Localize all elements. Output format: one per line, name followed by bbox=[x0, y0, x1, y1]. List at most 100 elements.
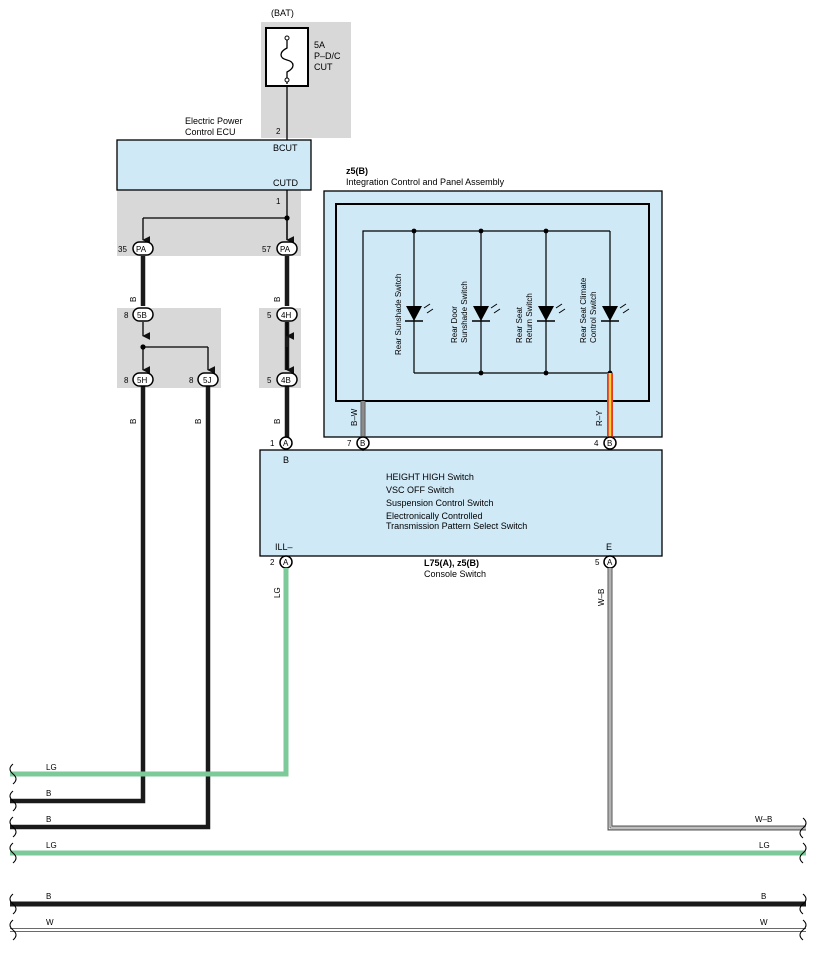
svg-text:5B: 5B bbox=[137, 311, 147, 320]
svg-text:B: B bbox=[129, 419, 138, 424]
connector-5h: 8 5H bbox=[124, 372, 154, 387]
console-function-4: Transmission Pattern Select Switch bbox=[386, 521, 527, 531]
console-function-1: VSC OFF Switch bbox=[386, 485, 454, 495]
switch-label-2-line1: Rear Seat bbox=[515, 306, 524, 343]
fuse-name-line2: CUT bbox=[314, 62, 333, 72]
svg-text:4H: 4H bbox=[281, 311, 291, 320]
svg-text:B: B bbox=[46, 815, 51, 824]
ecu-box bbox=[116, 139, 312, 191]
console-switch-box bbox=[259, 449, 663, 557]
svg-text:B: B bbox=[360, 439, 365, 448]
panel-pin-4: 4 B bbox=[594, 436, 617, 450]
switch-label-2-line2: Return Switch bbox=[525, 293, 534, 343]
junction-links bbox=[140, 322, 295, 374]
svg-text:1: 1 bbox=[270, 439, 275, 448]
console-pin-1: 1 A bbox=[270, 436, 293, 450]
svg-text:W–B: W–B bbox=[755, 815, 772, 824]
svg-text:W: W bbox=[46, 918, 54, 927]
console-switch-name: Console Switch bbox=[424, 569, 486, 579]
console-terminal-ill: ILL– bbox=[275, 542, 293, 552]
ecu-terminal-bcut: BCUT bbox=[273, 143, 298, 153]
svg-text:35: 35 bbox=[118, 245, 127, 254]
switch-label-1-line1: Rear Door bbox=[450, 306, 459, 343]
connector-5j: 8 5J bbox=[189, 372, 219, 387]
ecu-name-line2: Control ECU bbox=[185, 127, 236, 137]
switch-label-0-line1: Rear Sunshade Switch bbox=[394, 274, 403, 355]
svg-text:LG: LG bbox=[46, 763, 57, 772]
svg-text:B: B bbox=[761, 892, 766, 901]
integration-panel-name: Integration Control and Panel Assembly bbox=[346, 177, 505, 187]
svg-text:W–B: W–B bbox=[597, 589, 606, 606]
wire-label-bw: B–W bbox=[350, 408, 359, 426]
fuse-rating: 5A bbox=[314, 40, 325, 50]
led-rear-seat-return bbox=[537, 303, 566, 322]
fuse-symbol bbox=[280, 36, 294, 84]
svg-text:A: A bbox=[607, 558, 613, 567]
svg-text:7: 7 bbox=[347, 439, 352, 448]
console-terminal-e: E bbox=[606, 542, 612, 552]
ecu-terminal-cutd: CUTD bbox=[273, 178, 298, 188]
bus-lines bbox=[10, 850, 806, 932]
svg-text:5: 5 bbox=[267, 311, 272, 320]
console-terminal-b: B bbox=[283, 455, 289, 465]
fuse-block: (BAT) 5A P–D/C CUT 2 bbox=[265, 8, 341, 140]
wb-wire: W–B bbox=[597, 568, 806, 831]
svg-text:B: B bbox=[273, 419, 282, 424]
svg-text:8: 8 bbox=[124, 311, 129, 320]
svg-text:LG: LG bbox=[273, 587, 282, 598]
console-pin-5: 5 A bbox=[595, 555, 617, 569]
lg-wire: LG bbox=[10, 568, 289, 777]
svg-text:B: B bbox=[607, 439, 612, 448]
ecu-name-line1: Electric Power bbox=[185, 116, 243, 126]
connector-4h: 5 4H bbox=[267, 307, 298, 322]
svg-text:B: B bbox=[129, 297, 138, 302]
fuse-name-line1: P–D/C bbox=[314, 51, 341, 61]
console-function-2: Suspension Control Switch bbox=[386, 498, 494, 508]
integration-panel: z5(B) Integration Control and Panel Asse… bbox=[323, 166, 663, 450]
svg-text:PA: PA bbox=[136, 245, 147, 254]
switch-label-3-line1: Rear Seat Climate bbox=[579, 277, 588, 343]
svg-text:B: B bbox=[273, 297, 282, 302]
integration-panel-inner bbox=[335, 203, 650, 402]
black-wires bbox=[10, 256, 290, 830]
wire-labels-vertical: B B B B B bbox=[129, 297, 282, 424]
svg-text:8: 8 bbox=[189, 376, 194, 385]
svg-text:A: A bbox=[283, 439, 289, 448]
console-switch-code: L75(A), z5(B) bbox=[424, 558, 479, 568]
wire-label-ry: R–Y bbox=[595, 410, 604, 426]
connector-4b: 5 4B bbox=[267, 372, 298, 387]
svg-text:5J: 5J bbox=[203, 376, 211, 385]
svg-text:57: 57 bbox=[262, 245, 271, 254]
panel-pin-7: 7 B bbox=[347, 436, 370, 450]
connector-pa-right: 57 PA bbox=[262, 241, 298, 256]
svg-text:B: B bbox=[194, 419, 203, 424]
svg-text:LG: LG bbox=[759, 841, 770, 850]
svg-text:B: B bbox=[46, 892, 51, 901]
svg-text:4B: 4B bbox=[281, 376, 291, 385]
connector-pa-left: 35 PA bbox=[118, 241, 154, 256]
svg-text:A: A bbox=[283, 558, 289, 567]
switch-label-1-line2: Sunshade Switch bbox=[460, 281, 469, 343]
ecu-pin-bottom: 1 bbox=[276, 197, 281, 206]
fuse-source-label: (BAT) bbox=[271, 8, 294, 18]
led-rear-seat-climate bbox=[601, 303, 630, 322]
svg-text:5: 5 bbox=[267, 376, 272, 385]
shaded-regions bbox=[117, 22, 351, 388]
fuse-pin: 2 bbox=[276, 127, 281, 136]
svg-text:2: 2 bbox=[270, 558, 275, 567]
console-function-0: HEIGHT HIGH Switch bbox=[386, 472, 474, 482]
led-rear-door-sunshade bbox=[472, 303, 501, 322]
connector-5b: 8 5B bbox=[124, 307, 154, 322]
integration-panel-code: z5(B) bbox=[346, 166, 368, 176]
console-pin-2: 2 A bbox=[270, 555, 293, 569]
svg-text:LG: LG bbox=[46, 841, 57, 850]
led-rear-sunshade bbox=[405, 303, 434, 322]
switch-label-3-line2: Control Switch bbox=[589, 291, 598, 343]
bus-labels: LG B B LG LG W–B B B W W bbox=[46, 763, 772, 927]
console-function-3: Electronically Controlled bbox=[386, 511, 483, 521]
ecu-block: Electric Power Control ECU BCUT CUTD 1 bbox=[116, 116, 312, 206]
svg-text:PA: PA bbox=[280, 245, 291, 254]
svg-text:5: 5 bbox=[595, 558, 600, 567]
svg-text:8: 8 bbox=[124, 376, 129, 385]
